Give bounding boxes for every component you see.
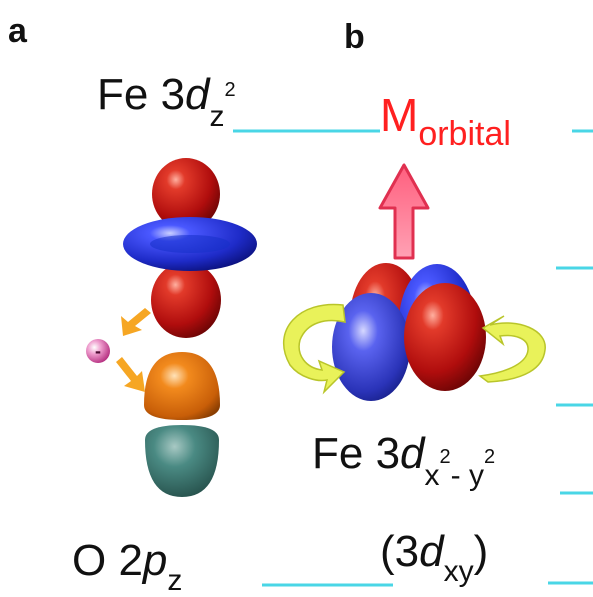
o-2pz-orbital [144, 352, 220, 497]
dx2y2-front-red-lobe [404, 283, 486, 391]
electron-charge: - [95, 341, 101, 361]
dx2y2-orbital [332, 263, 486, 401]
orbital-moment-arrow [378, 163, 430, 260]
pz-upper-lobe [144, 352, 220, 420]
dz2-upper-lobe [152, 158, 220, 230]
electron-icon [86, 339, 110, 363]
electron-transfer-arrows [116, 308, 151, 392]
fe-3dx2y2-label: Fe 3dx2- y2 [312, 429, 495, 492]
m-orbital-label: Morbital [380, 89, 511, 153]
dz2-torus-hole [150, 235, 230, 253]
o-2pz-label: O 2pz [72, 536, 182, 597]
dz2-lower-lobe [151, 262, 221, 338]
3dxy-label: (3dxy) [380, 527, 488, 588]
dx2y2-front-blue-lobe [332, 293, 410, 401]
transfer-arrow-upper [121, 308, 151, 336]
rotation-arrow-left [283, 303, 346, 395]
transfer-arrow-lower [116, 357, 145, 392]
dz2-orbital [123, 158, 257, 338]
panel-label-a: a [8, 12, 28, 50]
fe-3dz2-label: Fe 3dz2 [97, 70, 236, 133]
energy-levels [233, 129, 593, 587]
rotation-arrow-right [478, 315, 546, 383]
rotation-arrows [283, 303, 546, 395]
pz-lower-lobe [145, 425, 219, 497]
panel-label-b: b [344, 18, 365, 56]
